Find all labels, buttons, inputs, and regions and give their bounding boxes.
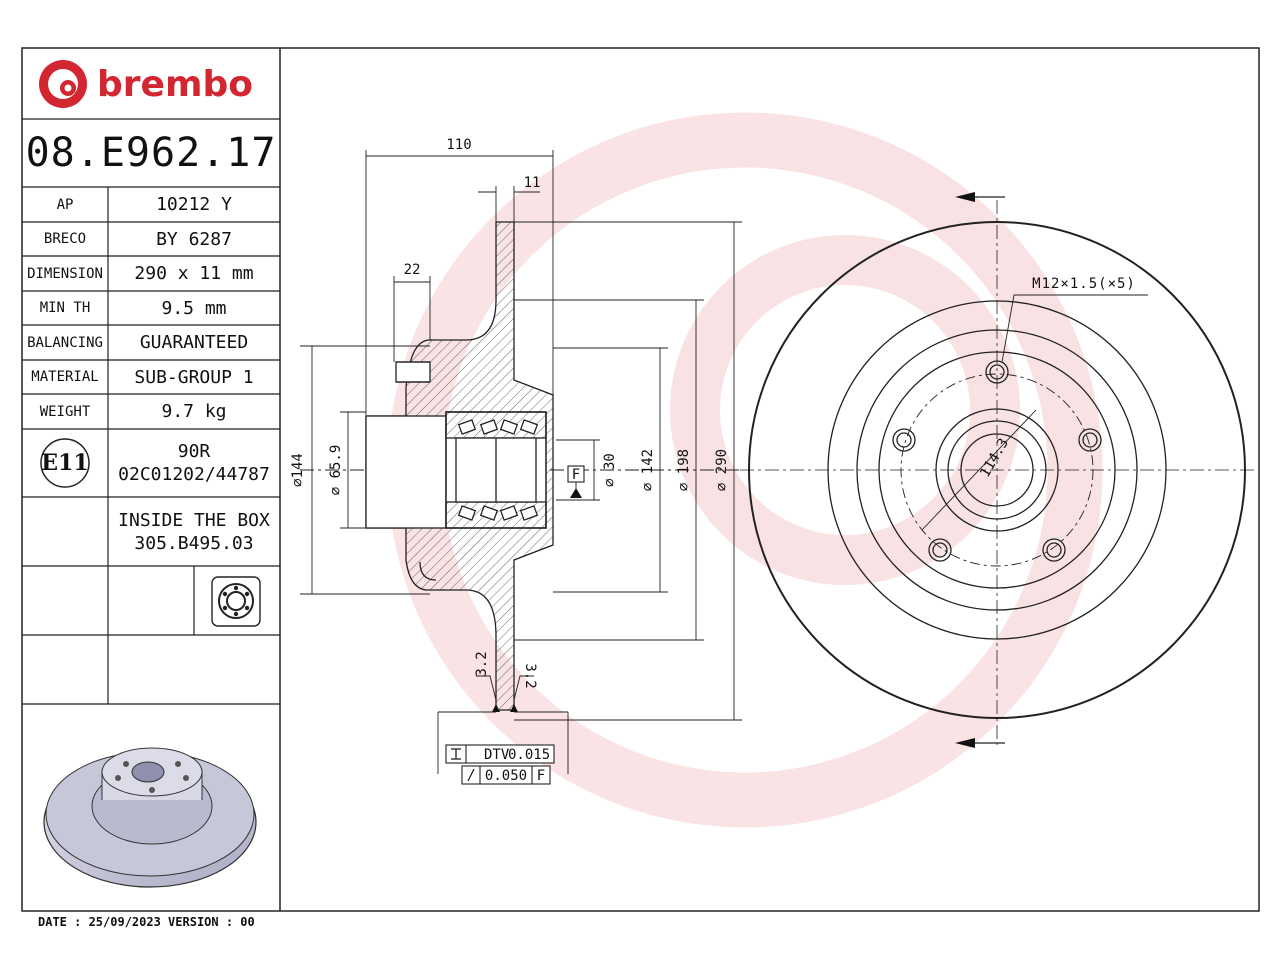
dim-overall-width: 110 [446, 137, 471, 153]
spec-value-min-th: 9.5 mm [161, 297, 227, 319]
spec-label-weight: WEIGHT [39, 403, 91, 420]
spec-label-min-th: MIN TH [39, 300, 91, 316]
brembo-logo-icon [39, 60, 87, 108]
spec-value-weight: 9.7 kg [161, 401, 227, 422]
runout-datum: F [537, 768, 545, 784]
surface-finish-2: 3.2 [522, 663, 538, 688]
runout-symbol-icon [467, 768, 475, 782]
spec-label-balancing: BALANCING [27, 334, 103, 351]
dim-diameter-144: ⌀144 [290, 453, 306, 487]
tolerance-frames [445, 744, 555, 785]
dim-diameter-142: ⌀ 142 [640, 449, 656, 491]
datum-box [567, 465, 585, 483]
inside-box-part: 305.B495.03 [134, 532, 254, 554]
surface-finish-1: 3.2 [474, 651, 490, 676]
approval-line-2: 02C01202/44787 [118, 464, 270, 485]
spec-label-ap: AP [56, 196, 74, 213]
approval-badge: E11 [41, 450, 89, 476]
approval-line-1: 90R [177, 441, 211, 462]
spec-value-breco: BY 6287 [156, 228, 232, 250]
dim-diameter-65: ⌀ 65.9 [328, 445, 344, 496]
inside-box: INSIDE THE BOX 305.B495.03 [108, 497, 280, 566]
e11-badge-circle [40, 438, 90, 488]
spec-value-dimension: 290 x 11 mm [134, 263, 254, 284]
dtv-symbol-icon [451, 748, 461, 760]
dtv-value: 0.015 [508, 747, 550, 763]
part-number: 08.E962.17 [25, 130, 277, 176]
dtv-label: DTV [484, 747, 510, 763]
front-view [740, 196, 1255, 745]
wheel-bearing-icon [211, 576, 261, 627]
spec-label-material: MATERIAL [31, 369, 99, 385]
spec-label-dimension: DIMENSION [27, 265, 103, 282]
spec-value-material: SUB-GROUP 1 [134, 366, 254, 388]
spec-label-breco: BRECO [43, 231, 87, 247]
approval-number: 90R 02C01202/44787 [108, 429, 280, 497]
sheet-border [21, 47, 1260, 912]
dim-diameter-198: ⌀ 198 [676, 449, 692, 491]
spec-value-balancing: GUARANTEED [139, 332, 249, 353]
dim-thread: M12×1.5(×5) [1032, 276, 1136, 292]
spec-table-grid [22, 118, 280, 705]
spec-value-ap: 10212 Y [156, 194, 232, 215]
section-dimension-lines [300, 150, 742, 774]
datum-label: F [572, 467, 580, 483]
dim-thickness: 11 [524, 175, 541, 191]
disc-3d-thumbnail [43, 747, 257, 888]
dim-diameter-290: ⌀ 290 [714, 449, 730, 491]
dim-diameter-30: ⌀ 30 [602, 453, 618, 487]
runout-value: 0.050 [485, 768, 527, 784]
brand-name: brembo [97, 64, 253, 105]
section-view [300, 221, 740, 711]
footer-date-version: DATE : 25/09/2023 VERSION : 00 [38, 915, 255, 929]
dim-hub-offset: 22 [404, 262, 421, 278]
inside-box-title: INSIDE THE BOX [118, 509, 270, 531]
